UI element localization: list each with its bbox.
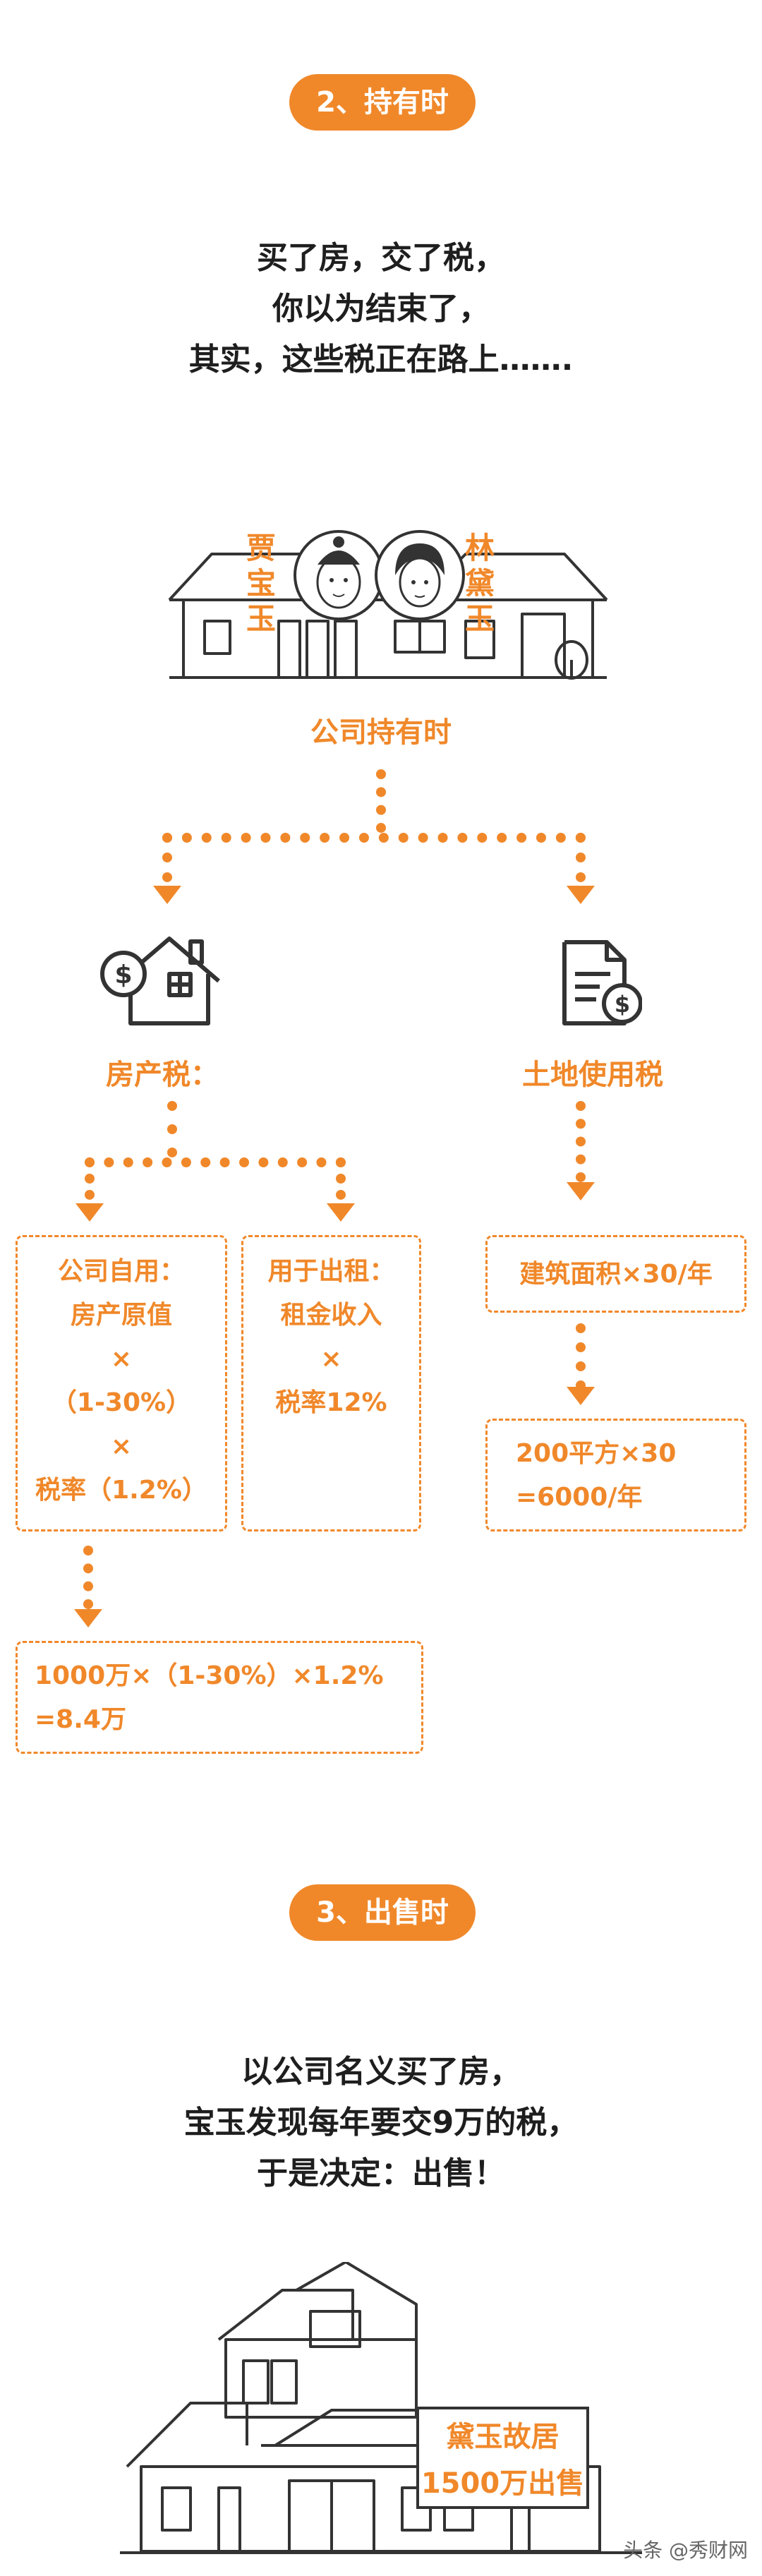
formula-line: =8.4万: [35, 1705, 126, 1734]
section-badge-selling: 3、出售时: [289, 1884, 476, 1941]
watermark: 头条 @秀财网: [623, 2539, 748, 2562]
name-baoyu-char: 宝: [246, 566, 276, 601]
property-tax-label: 房产税：: [106, 1059, 219, 1091]
name-daiyu-char: 林: [464, 531, 495, 565]
name-baoyu-char: 贾: [246, 531, 276, 565]
arrow-down-icon: [74, 1609, 102, 1627]
section-badge-holding: 2、持有时: [289, 74, 476, 131]
intro-line: 于是决定：出售！: [257, 2155, 505, 2191]
box-self-use: 公司自用： 房产原值 × （1-30%） × 税率（1.2%）: [16, 1235, 227, 1531]
intro-line: 你以为结束了，: [272, 291, 490, 327]
svg-text:$: $: [615, 991, 630, 1018]
arrow-down-icon: [567, 1182, 595, 1200]
portrait-daiyu-icon: [375, 530, 465, 620]
house-illustration: [168, 530, 608, 680]
formula-line: 租金收入: [280, 1301, 382, 1330]
svg-text:$: $: [114, 961, 132, 989]
house-dollar-icon: $: [100, 937, 220, 1025]
formula-line: 税率（1.2%）: [35, 1476, 207, 1505]
connector-line: [162, 833, 586, 843]
connector-line: [85, 1157, 95, 1200]
box-calculation: 1000万×（1-30%）×1.2% =8.4万: [16, 1641, 423, 1754]
box-land-result: 200平方×30 =6000/年: [485, 1419, 746, 1531]
formula-line: ×: [110, 1344, 133, 1373]
formula-line: =6000/年: [516, 1483, 643, 1512]
intro-line: 以公司名义买了房，: [241, 2054, 521, 2090]
connector-line: [376, 769, 386, 833]
arrow-down-icon: [567, 886, 595, 904]
intro-line: 买了房，交了税，: [257, 240, 505, 276]
tax-document-icon: $: [562, 940, 642, 1025]
connector-line: [576, 1323, 586, 1390]
box-land-formula: 建筑面积×30/年: [485, 1235, 746, 1313]
holding-intro: 买了房，交了税， 你以为结束了， 其实，这些税正在路上…….: [0, 233, 762, 385]
connector-line: [85, 1157, 346, 1167]
sign-line: 1500万出售: [421, 2467, 585, 2500]
formula-line: 200平方×30: [516, 1439, 677, 1468]
portrait-baoyu-icon: [294, 530, 384, 620]
arrow-down-icon: [567, 1387, 595, 1405]
arrow-down-icon: [153, 886, 181, 904]
arrow-down-icon: [75, 1203, 104, 1222]
formula-line: ×: [320, 1344, 342, 1373]
company-holding-label: 公司持有时: [310, 716, 452, 749]
formula-line: 建筑面积×30/年: [519, 1260, 713, 1289]
selling-intro: 以公司名义买了房， 宝玉发现每年要交9万的税， 于是决定：出售！: [0, 2047, 762, 2199]
land-tax-label: 土地使用税: [522, 1059, 663, 1091]
intro-line: 宝玉发现每年要交9万的税，: [183, 2105, 579, 2141]
formula-line: 房产原值: [70, 1301, 172, 1330]
formula-line: 公司自用：: [57, 1257, 185, 1286]
intro-line: 其实，这些税正在路上…….: [188, 342, 574, 378]
formula-line: ×: [110, 1432, 133, 1461]
formula-line: 1000万×（1-30%）×1.2%: [35, 1661, 384, 1690]
arrow-down-icon: [327, 1203, 355, 1222]
sign-line: 黛玉故居: [446, 2421, 560, 2453]
name-daiyu-char: 黛: [464, 566, 495, 601]
connector-line: [336, 1157, 346, 1200]
connector-line: [576, 833, 586, 882]
for-sale-sign: 黛玉故居 1500万出售: [416, 2407, 589, 2509]
connector-line: [576, 1101, 586, 1182]
connector-line: [167, 1101, 177, 1157]
formula-line: 税率12%: [275, 1388, 387, 1417]
box-rent: 用于出租： 租金收入 × 税率12%: [241, 1235, 421, 1531]
connector-line: [83, 1546, 93, 1609]
connector-line: [162, 833, 172, 882]
name-daiyu-char: 玉: [464, 601, 495, 636]
formula-line: 用于出租：: [267, 1257, 395, 1286]
formula-line: （1-30%）: [51, 1388, 192, 1417]
name-baoyu-char: 玉: [246, 601, 276, 636]
